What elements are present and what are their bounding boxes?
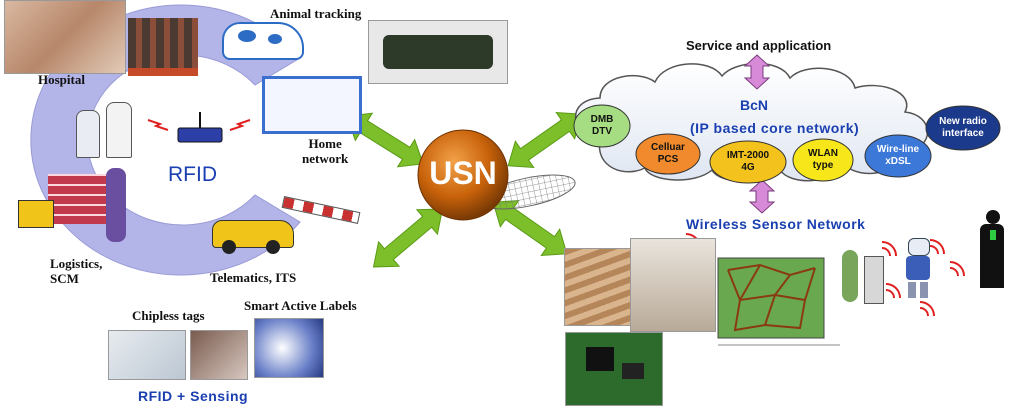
node-newradio-label: New radio interface — [928, 116, 998, 140]
node-cellular-line2: PCS — [657, 154, 679, 165]
node-newradio-line1: New radio — [939, 116, 987, 127]
usn-sphere — [417, 129, 509, 221]
hospital-tag-photo — [4, 0, 126, 74]
node-wlan — [792, 138, 854, 182]
sensor-mesh-graphic — [717, 257, 840, 346]
lab-photo — [630, 238, 716, 332]
node-dmb-line1: DMB — [590, 114, 614, 125]
node-wireline-line2: xDSL — [885, 156, 911, 167]
chipless-tag-photo-1 — [108, 330, 186, 380]
service-arrow — [743, 54, 771, 90]
node-wlan-line1: WLAN — [808, 148, 838, 159]
label-wireless-sensor-network: Wireless Sensor Network — [686, 216, 866, 232]
node-imt-line1: IMT-2000 — [726, 150, 770, 161]
doctors-icon — [72, 100, 134, 160]
smart-active-label-photo — [254, 318, 324, 378]
wsn-arrow — [748, 179, 776, 214]
node-newradio-line2: interface — [942, 128, 984, 139]
taxi-icon — [212, 208, 294, 254]
node-dmb — [573, 104, 631, 148]
chipless-tag-photo-2 — [190, 330, 248, 380]
usn-label: USN — [429, 155, 497, 191]
warehouse-photo — [564, 248, 632, 326]
animal-tracker-photo — [368, 20, 508, 84]
robot-icon — [904, 238, 932, 298]
label-animal-tracking: Animal tracking — [270, 6, 362, 21]
label-home-network: Home network — [302, 136, 349, 166]
node-imt-label: IMT-2000 4G — [712, 150, 784, 174]
node-cellular-label: Celluar PCS — [638, 142, 698, 166]
cow-icon — [222, 22, 304, 60]
node-wlan-label: WLAN type — [795, 148, 851, 172]
node-cellular — [635, 133, 701, 175]
home-network-icon — [262, 76, 362, 134]
logistics-icon — [18, 160, 146, 242]
people-icons — [834, 244, 894, 304]
man-in-suit-icon — [978, 210, 1006, 288]
circuit-board-photo — [565, 332, 663, 406]
node-dmb-label: DMB DTV — [577, 114, 627, 138]
rfid-label: RFID — [168, 163, 217, 186]
node-imt — [709, 140, 787, 184]
label-chipless-tags: Chipless tags — [132, 308, 205, 323]
node-wireline — [864, 134, 932, 178]
node-wireline-label: Wire-line xDSL — [867, 144, 929, 168]
label-rfid-sensing: RFID + Sensing — [138, 388, 249, 404]
node-dmb-line2: DTV — [592, 126, 612, 137]
rfid-reader-icon — [147, 112, 251, 143]
node-newradio — [925, 105, 1001, 151]
node-wireline-line1: Wire-line — [876, 144, 920, 155]
node-imt-line2: 4G — [741, 162, 755, 173]
label-telematics: Telematics, ITS — [210, 270, 297, 285]
label-bcn: BcN — [740, 97, 769, 113]
factory-icon — [128, 18, 198, 76]
label-hospital: Hospital — [38, 72, 85, 87]
label-service-application: Service and application — [686, 38, 832, 53]
label-smart-active-labels: Smart Active Labels — [244, 298, 357, 313]
node-cellular-line1: Celluar — [651, 142, 685, 153]
node-wlan-line2: type — [812, 160, 834, 171]
label-bcn-subtitle: (IP based core network) — [690, 120, 860, 136]
label-logistics: Logistics, SCM — [50, 256, 103, 286]
